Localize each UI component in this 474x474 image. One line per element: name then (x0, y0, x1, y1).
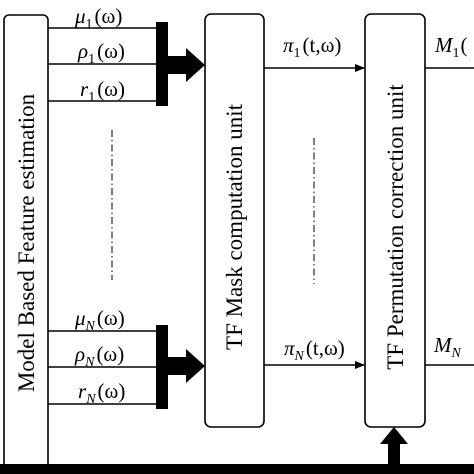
mask-computation-block: TF Mask computation unit (204, 13, 265, 428)
permutation-correction-block: TF Permutation correction unit (364, 13, 426, 428)
feedback-stem (388, 443, 400, 465)
feedback-bar (0, 464, 474, 474)
mask-output-1: π1(t,ω) (264, 33, 365, 72)
M-1-label: M1( (434, 33, 468, 61)
permutation-output-N: MN (425, 333, 474, 366)
feature-group-1: μ1(ω) ρ1(ω) r1(ω) (48, 4, 205, 106)
feature-group-N: μN(ω) ρN(ω) rN(ω) (48, 306, 205, 409)
mask-computation-label: TF Mask computation unit (222, 103, 247, 350)
feedback-arrowhead (380, 427, 408, 444)
permutation-correction-label: TF Permutation correction unit (383, 84, 408, 370)
feature-estimation-label: Model Based Feature estimation (14, 93, 39, 392)
r-1-label: r1(ω) (80, 77, 125, 105)
mask-output-N: πN(t,ω) (264, 336, 365, 369)
M-N-label: MN (433, 333, 462, 361)
feature-estimation-block: Model Based Feature estimation (3, 14, 49, 471)
bus-bar-N (156, 325, 168, 409)
pi-N-label: πN(t,ω) (284, 336, 345, 364)
bus-arrow-1 (168, 48, 205, 82)
rho-1-label: ρ1(ω) (77, 39, 125, 67)
rho-N-label: ρN(ω) (74, 342, 124, 370)
r-N-label: rN(ω) (78, 379, 125, 407)
feedback-bus (0, 427, 474, 474)
pi-1-label: π1(t,ω) (283, 33, 341, 61)
mu-N-label: μN(ω) (74, 306, 125, 334)
bus-arrow-N (168, 349, 205, 383)
permutation-output-1: M1( (425, 33, 474, 69)
bus-bar-1 (156, 22, 168, 106)
mu-1-label: μ1(ω) (74, 4, 122, 32)
